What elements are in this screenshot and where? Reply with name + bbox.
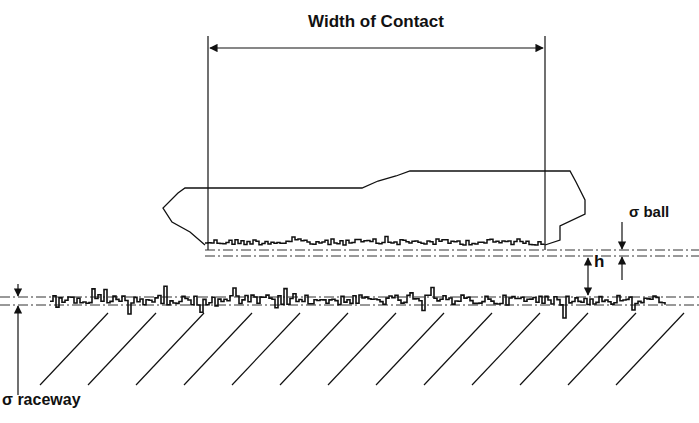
- symbol-label: σ raceway: [2, 391, 81, 409]
- raceway-surface: [50, 286, 665, 318]
- symbol-label: h: [594, 253, 604, 272]
- dimension-label: Width of Contact: [308, 13, 444, 32]
- rough-surfaces: [50, 171, 665, 318]
- raceway-hatching: [40, 313, 684, 385]
- sigma-raceway-arrows: [17, 284, 18, 395]
- symbol-label: σ ball: [629, 204, 669, 221]
- ball-surface: [205, 236, 544, 245]
- dimension-lines: [208, 36, 545, 250]
- ball-outline: [163, 171, 585, 245]
- mean-lines: [0, 250, 699, 305]
- hatch-stroke: [616, 313, 684, 385]
- h-dimension: [587, 258, 588, 295]
- sigma-ball-arrows: [621, 222, 622, 280]
